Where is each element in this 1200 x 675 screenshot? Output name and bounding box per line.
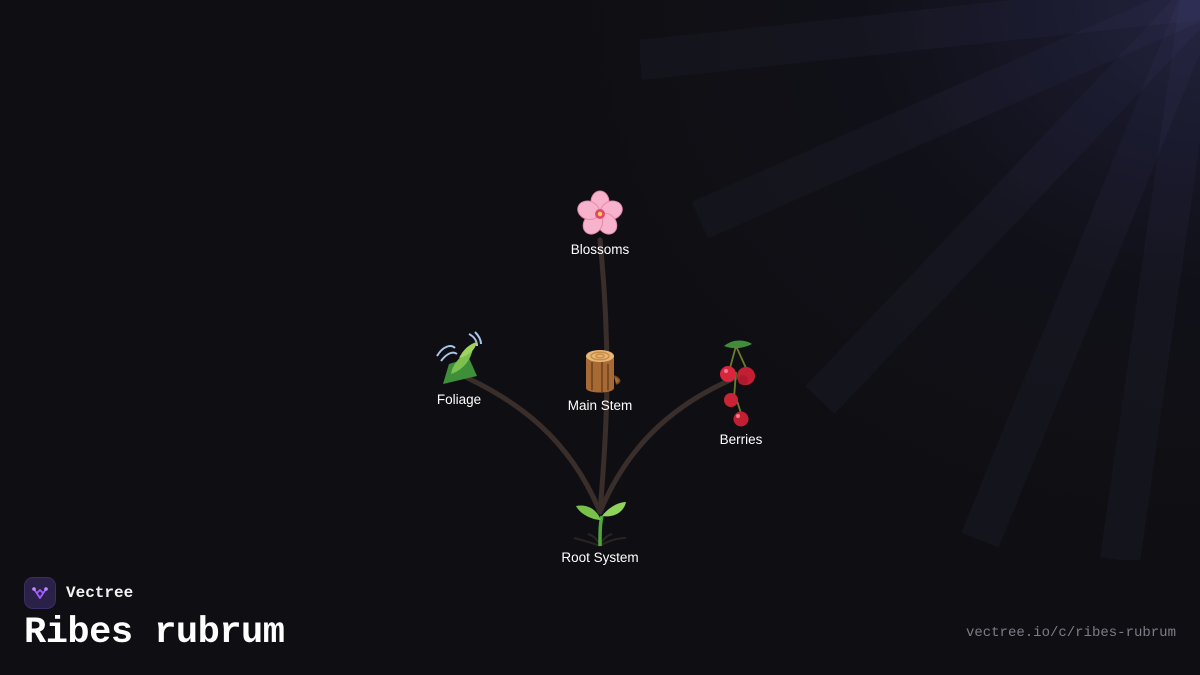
leaf-fluttering-icon: [436, 331, 482, 384]
cherries-icon: [720, 340, 755, 427]
node-label-blossoms: Blossoms: [570, 242, 630, 257]
node-label-berries: Berries: [719, 432, 763, 447]
branch-right: [597, 372, 745, 515]
branch-stem: [597, 237, 610, 515]
seedling-icon: [573, 502, 627, 547]
node-berries[interactable]: Berries: [681, 338, 801, 448]
brand-logo: [24, 577, 56, 609]
node-label-root-system: Root System: [561, 550, 639, 565]
node-label-foliage: Foliage: [436, 392, 482, 407]
node-blossoms[interactable]: Blossoms: [540, 188, 660, 258]
cherry-blossom-icon: [577, 190, 623, 235]
node-main-stem[interactable]: Main Stem: [540, 346, 660, 414]
page-url[interactable]: vectree.io/c/ribes-rubrum: [965, 625, 1176, 641]
node-label-main-stem: Main Stem: [567, 398, 633, 413]
branching-vector-icon: [32, 587, 48, 599]
wood-log-icon: [586, 350, 621, 393]
brand[interactable]: Vectree: [24, 577, 133, 609]
branch-left: [447, 367, 603, 515]
brand-name: Vectree: [66, 584, 134, 602]
node-root-system[interactable]: Root System: [540, 498, 660, 566]
page-title: Ribes rubrum: [24, 612, 285, 654]
node-foliage[interactable]: Foliage: [399, 330, 519, 408]
